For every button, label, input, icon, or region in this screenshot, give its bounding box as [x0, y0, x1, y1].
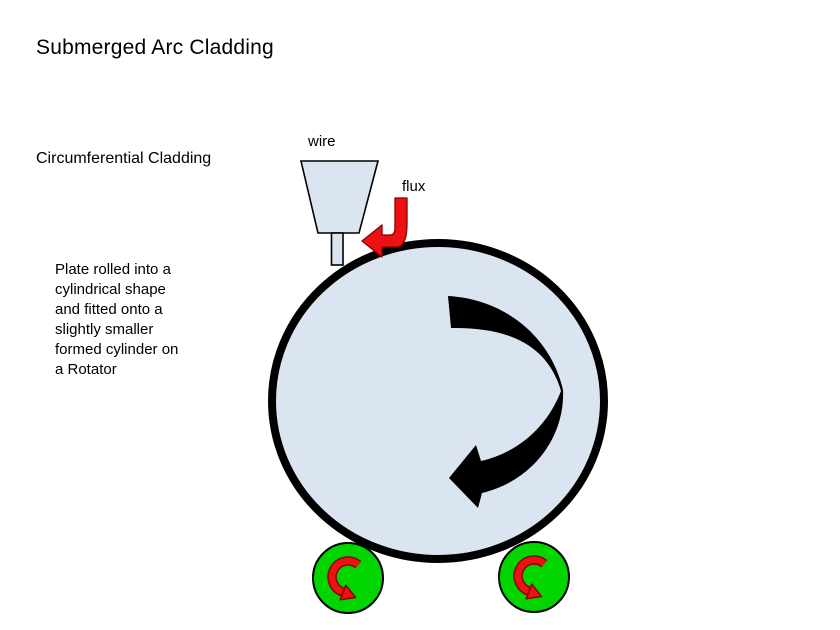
flux-label: flux [402, 178, 426, 195]
roller-right [498, 541, 570, 613]
page-title: Submerged Arc Cladding [36, 36, 274, 59]
roller-right-rotation-arrow-icon [514, 556, 547, 595]
roller-right-rotation-arrowhead-icon [525, 583, 543, 600]
wire-funnel [299, 160, 380, 234]
cylinder-rotation-arrow-icon [448, 296, 564, 508]
flux-arrow-icon [361, 197, 408, 258]
wire-nozzle [330, 232, 344, 266]
note-text: Plate rolled into a cylindrical shape an… [55, 261, 179, 378]
cylinder-plate [268, 239, 608, 563]
wire-label: wire [308, 133, 336, 150]
roller-left [312, 542, 384, 614]
roller-left-rotation-arrowhead-icon [339, 584, 357, 601]
roller-left-rotation-arrow-icon [328, 557, 361, 596]
subtitle-circumferential-cladding: Circumferential Cladding [36, 150, 212, 167]
